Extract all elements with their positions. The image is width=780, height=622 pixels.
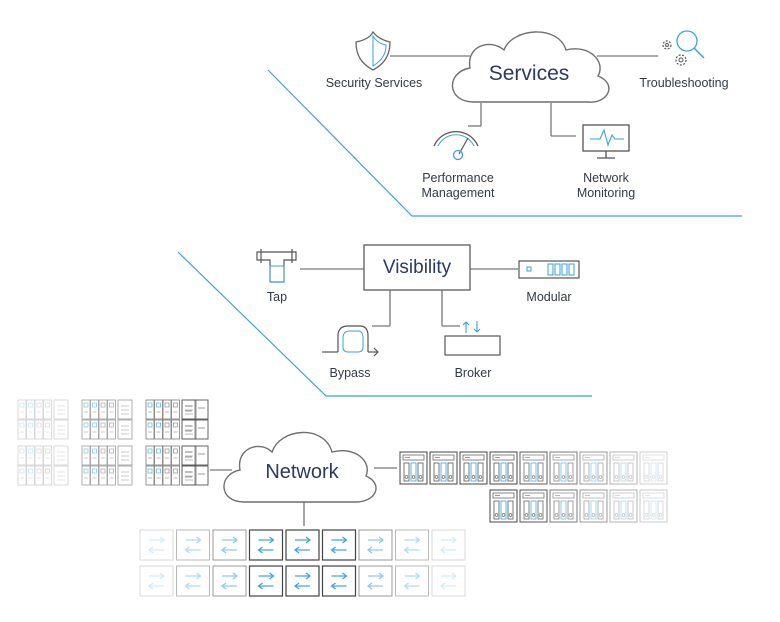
switch-rack	[17, 399, 69, 440]
visibility-box	[363, 244, 471, 291]
chassis-unit	[579, 451, 608, 485]
network-monitoring-label-line1: Network	[583, 171, 629, 185]
visibility-connectors	[300, 268, 518, 327]
arrow-panel	[285, 529, 320, 561]
arrow-panel	[395, 565, 429, 597]
chassis-unit	[639, 451, 668, 485]
arrow-panel	[358, 565, 393, 597]
switch-rack	[145, 445, 197, 486]
switch-rack	[17, 445, 69, 486]
arrow-panel	[431, 565, 466, 597]
modular-label: Modular	[526, 290, 572, 304]
chassis-array-right	[399, 451, 668, 523]
security-services-label: Security Services	[325, 76, 423, 90]
switch-rack	[81, 445, 133, 486]
tap-label: Tap	[266, 290, 288, 304]
chassis-unit	[519, 489, 548, 523]
broker-label: Broker	[454, 366, 492, 380]
arrow-panel	[212, 565, 247, 597]
arrow-panel	[248, 565, 284, 597]
chassis-unit	[639, 489, 668, 523]
arrow-panel	[139, 565, 174, 597]
chassis-unit	[579, 489, 608, 523]
visibility-hub-label: Visibility	[382, 257, 452, 278]
network-monitoring-label-line2: Monitoring	[576, 186, 636, 200]
arrow-panel	[176, 529, 210, 561]
switch-rack	[181, 445, 209, 486]
chassis-unit	[549, 451, 578, 485]
services-hub-label: Services	[488, 62, 570, 85]
bypass-icon	[322, 325, 379, 357]
chassis-unit	[549, 489, 578, 523]
visibility-layer-border	[177, 251, 592, 397]
chassis-unit	[399, 451, 428, 485]
services-connectors	[390, 55, 658, 137]
network-monitoring-icon	[582, 124, 630, 159]
bypass-label: Bypass	[329, 366, 371, 380]
arrow-panel	[395, 529, 429, 561]
arrow-panel	[431, 529, 466, 561]
broker-icon	[444, 321, 501, 356]
switch-rack	[81, 399, 133, 440]
arrow-panel	[212, 529, 247, 561]
network-connectors	[210, 467, 397, 526]
chassis-unit	[489, 451, 518, 485]
switch-racks-left	[17, 399, 209, 486]
arrow-panel	[139, 529, 174, 561]
chassis-unit	[519, 451, 548, 485]
arrow-panel	[358, 529, 393, 561]
network-hub-label: Network	[265, 461, 339, 483]
tap-icon	[256, 249, 297, 283]
services-cloud	[451, 31, 610, 103]
chassis-unit	[609, 489, 638, 523]
services-layer-border	[267, 69, 742, 217]
arrow-panel	[321, 565, 357, 597]
arrow-panel	[176, 565, 210, 597]
chassis-unit	[609, 451, 638, 485]
performance-label-line1: Performance	[422, 171, 494, 185]
arrow-panel	[321, 529, 357, 561]
chassis-unit	[459, 451, 488, 485]
troubleshooting-icon	[662, 30, 705, 66]
chassis-unit	[489, 489, 518, 523]
arrow-panel	[248, 529, 284, 561]
performance-gauge-icon	[433, 130, 479, 161]
arrow-panel-grid	[139, 529, 466, 597]
network-cloud	[223, 431, 377, 503]
switch-rack	[181, 399, 209, 440]
modular-chassis-icon	[518, 260, 580, 279]
arrow-panel	[285, 565, 320, 597]
chassis-unit	[429, 451, 458, 485]
troubleshooting-label: Troubleshooting	[639, 76, 729, 90]
performance-label-line2: Management	[421, 186, 495, 200]
shield-icon	[355, 30, 391, 71]
